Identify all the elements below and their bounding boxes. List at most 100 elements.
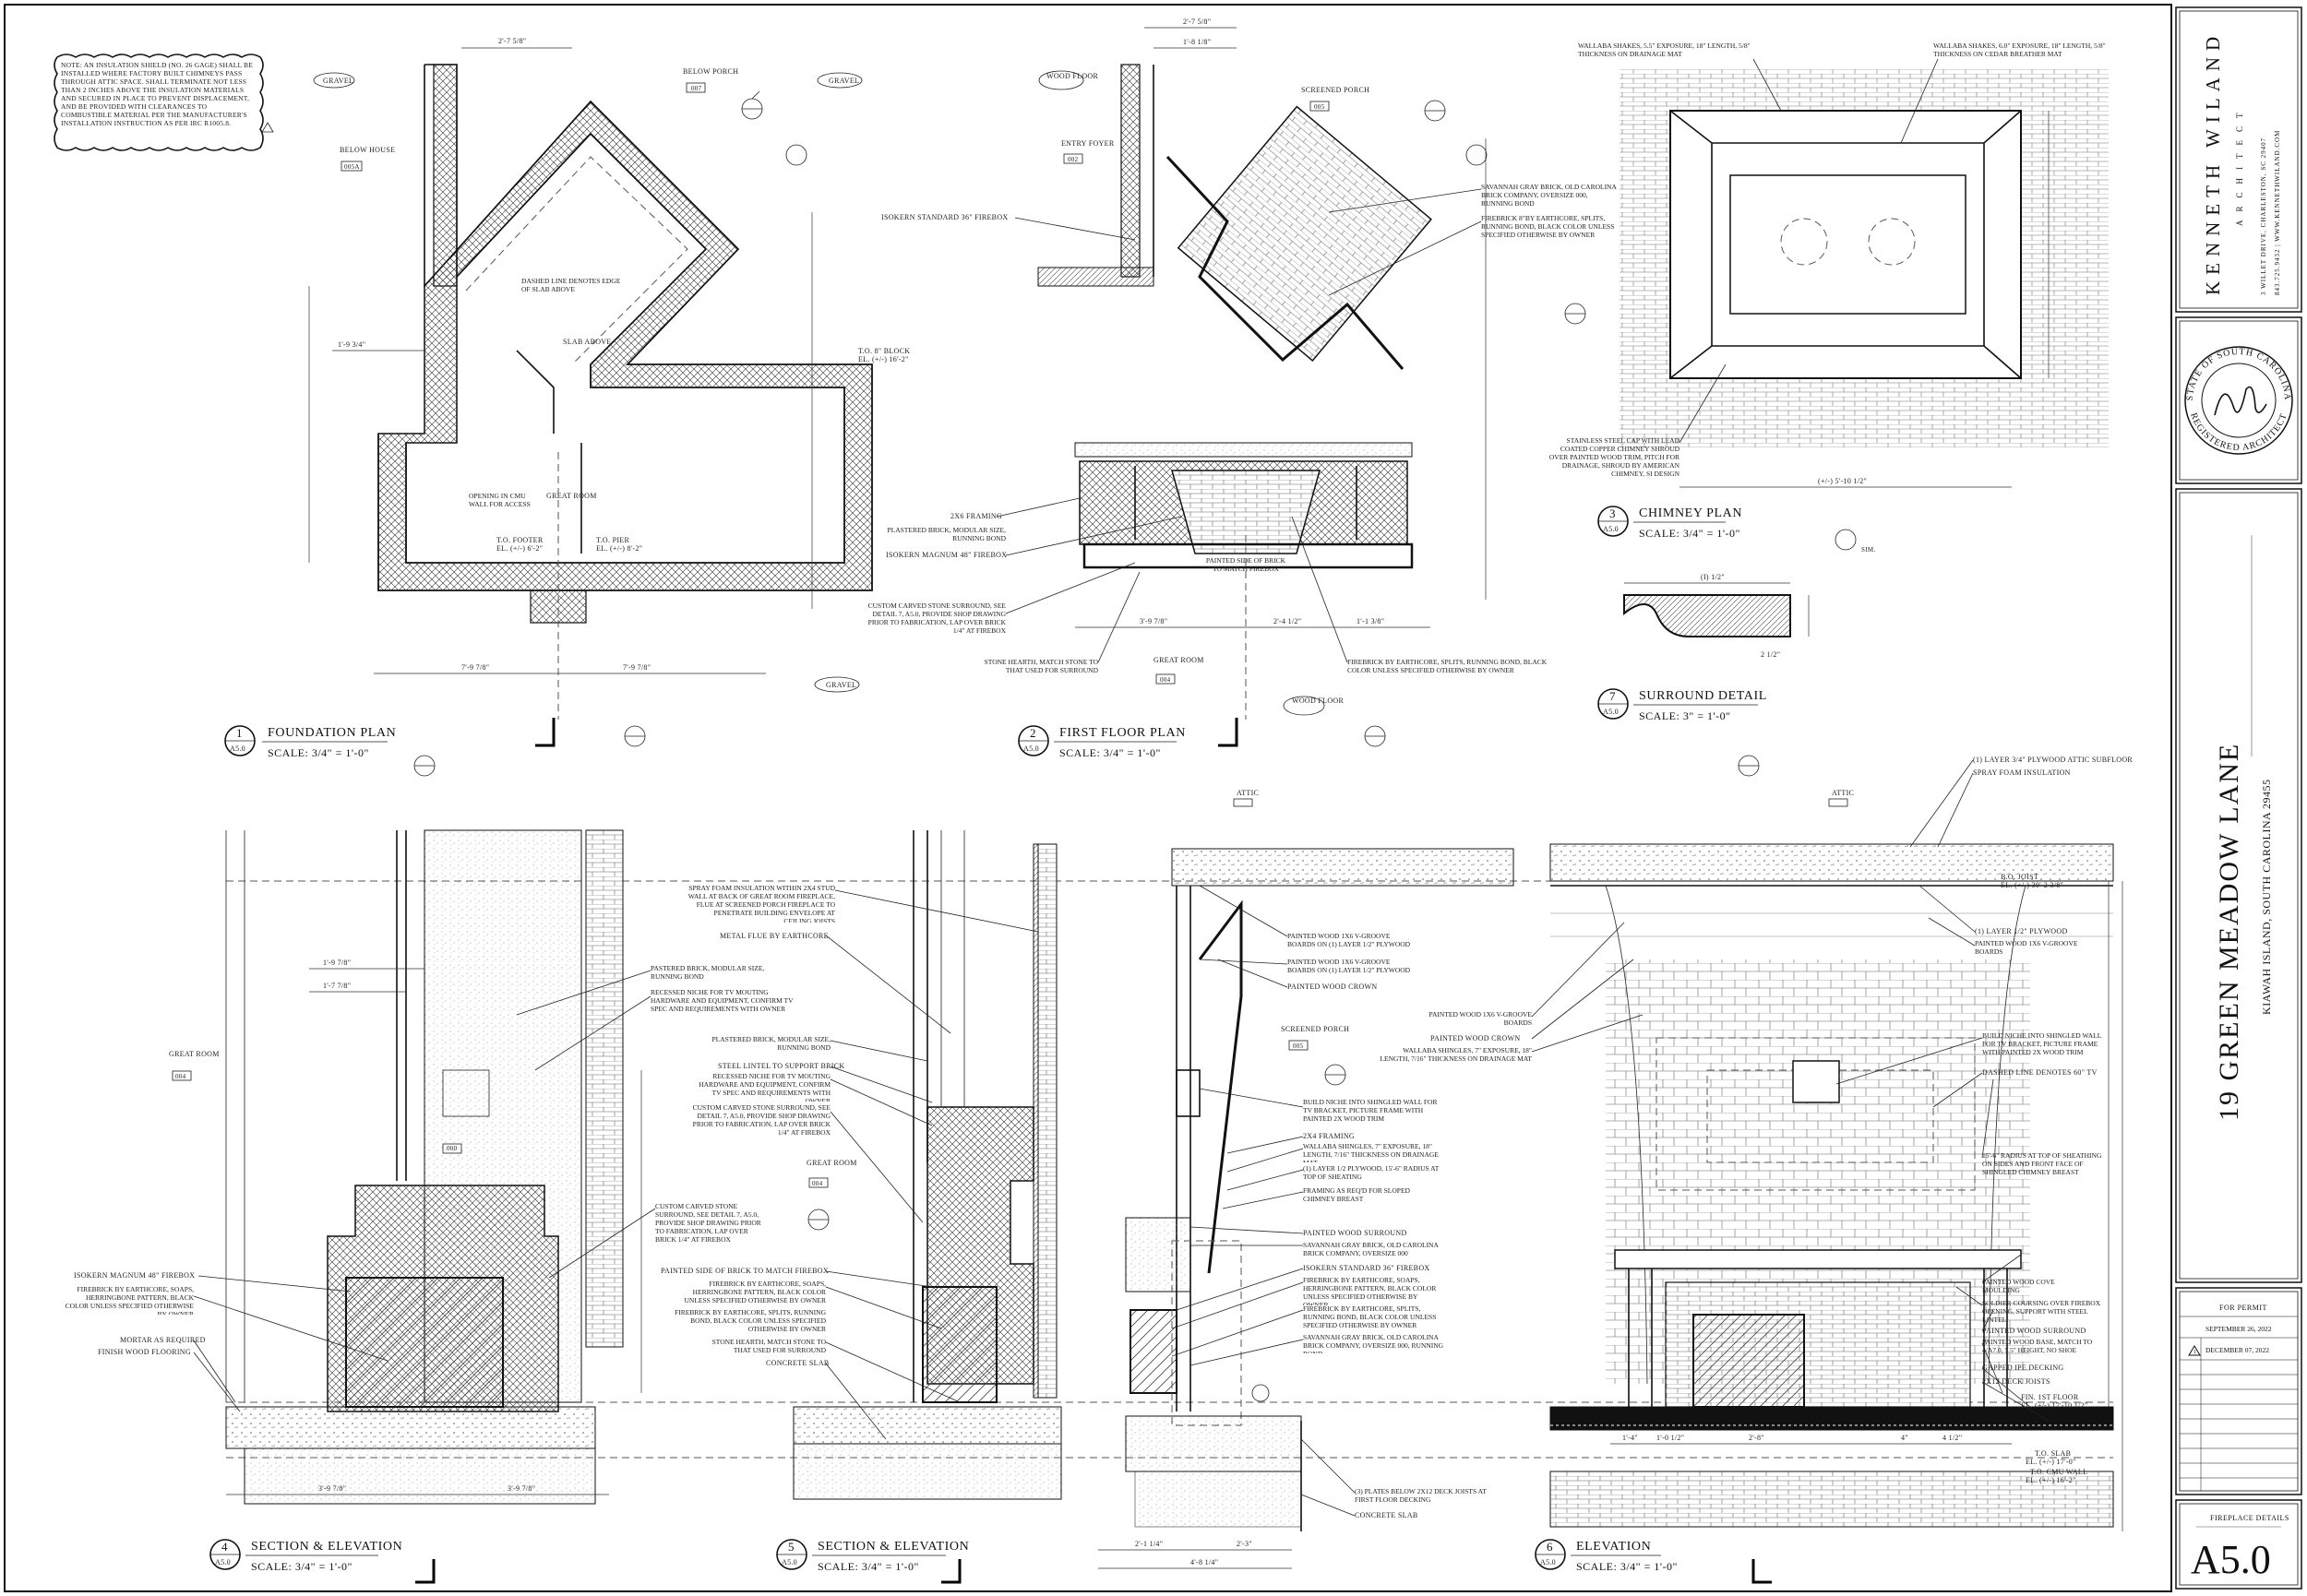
s4-pastered: PASTERED BRICK, MODULAR SIZE, RUNNING BO…: [651, 964, 765, 981]
s5-build-niche: BUILD NICHE INTO SHINGLED WALL FOR TV BR…: [1303, 1098, 1438, 1123]
p2-screened-porch: SCREENED PORCH: [1301, 86, 1369, 94]
project-name: 19 GREEN MEADOW LANE: [2214, 743, 2244, 1121]
d1-sheet: A5.0: [230, 744, 245, 753]
p2-dim-b2: 2'-4 1/2": [1273, 617, 1301, 625]
p2-dim-top-1: 2'-7 5/8": [1183, 18, 1211, 26]
s4-great-room: GREAT ROOM: [169, 1050, 220, 1058]
e6-dim-b4: 4": [1901, 1434, 1908, 1442]
s4-dim-b2: 3'-9 7/8": [508, 1484, 535, 1493]
p3-dim-bottom: (+/-) 5'-10 1/2": [1818, 477, 1867, 485]
e6-dim-b1: 1'-4": [1622, 1434, 1638, 1442]
e6-plywood-attic: (1) LAYER 3/4" PLYWOOD ATTIC SUBFLOOR: [1973, 756, 2133, 764]
p1-to-block: T.O. 8" BLOCK: [858, 347, 910, 355]
d1-title: FOUNDATION PLAN: [268, 726, 396, 740]
s5-savannah-rb: SAVANNAH GRAY BRICK, OLD CAROLINA BRICK …: [1303, 1333, 1444, 1353]
architect-address: 3 WILLET DRIVE, CHARLESTON, SC 29407: [2260, 137, 2267, 295]
p1-to-pier-el: EL. (+/-) 8'-2": [596, 544, 642, 553]
d6-scale: SCALE: 3/4" = 1'-0": [1576, 1560, 1678, 1573]
e6-bo-joist: B.O. JOIST: [2001, 873, 2038, 881]
d6-sheet: A5.0: [1540, 1558, 1556, 1566]
s4-great-room-tag: 004: [175, 1073, 186, 1080]
p2-custom-carved: CUSTOM CARVED STONE SURROUND, SEE DETAIL…: [867, 601, 1006, 635]
p1-dashed-line: DASHED LINE DENOTES EDGE OF SLAB ABOVE: [521, 277, 621, 293]
s5-concrete: CONCRETE SLAB: [766, 1359, 830, 1367]
p2-wood-floor: WOOD FLOOR: [1046, 72, 1098, 80]
s5-framing: 2X4 FRAMING: [1303, 1132, 1355, 1140]
d7-dim-top: (I) 1/2": [1701, 573, 1725, 581]
e6-build-niche: BUILD NICHE INTO SHINGLED WALL FOR TV BR…: [1982, 1031, 2102, 1056]
e6-v-groove: PAINTED WOOD 1X6 V-GROOVE BOARDS: [1975, 939, 2078, 956]
seal-text-bottom: REGISTERED ARCHITECT: [2188, 411, 2289, 453]
s4-dim-b1: 3'-9 7/8": [318, 1484, 346, 1493]
s5-screened-porch-tag: 005: [1293, 1042, 1304, 1050]
p2-isokern-36: ISOKERN STANDARD 36" FIREBOX: [881, 213, 1008, 221]
d3-sheet: A5.0: [1603, 525, 1619, 533]
p1-great-room: GREAT ROOM: [546, 492, 597, 500]
architect-seal: STATE OF SOUTH CAROLINA REGISTERED ARCHI…: [2184, 346, 2293, 455]
insulation-note-cloud: NOTE: AN INSULATION SHIELD (NO. 26 GAGE)…: [54, 54, 274, 151]
e6-wallaba: WALLABA SHINGLES, 7" EXPOSURE, 18" LENGT…: [1380, 1046, 1532, 1063]
p2-dim-top-2: 1'-8 1/8": [1183, 38, 1211, 46]
p2-wood-floor-2: WOOD FLOOR: [1292, 697, 1344, 705]
d7-scale: SCALE: 3" = 1'-0": [1639, 709, 1731, 722]
title-block: KENNETH WILAND ARCHITECT 3 WILLET DRIVE,…: [2175, 6, 2302, 1590]
p1-dim-top: 2'-7 5/8": [498, 37, 526, 45]
s4-finish-wood: FINISH WOOD FLOORING: [98, 1348, 191, 1356]
p2-stone-hearth: STONE HEARTH, MATCH STONE TO THAT USED F…: [984, 658, 1098, 674]
p1-gravel-2: GRAVEL: [829, 77, 859, 85]
p3-sim: SIM.: [1861, 546, 1875, 554]
s4-spray-foam: SPRAY FOAM INSULATION WITHIN 2X4 STUD WA…: [687, 884, 835, 923]
s4-recessed: RECESSED NICHE FOR TV MOUTING HARDWARE A…: [651, 988, 794, 1013]
d2-title: FIRST FLOOR PLAN: [1059, 726, 1186, 740]
e6-dashed-tv: DASHED LINE DENOTES 60" TV: [1982, 1068, 2098, 1077]
e6-attic: ATTIC: [1832, 789, 1854, 797]
d7-title: SURROUND DETAIL: [1639, 689, 1767, 703]
elevation-6: 1'-4" 1'-0 1/2" 2'-8" 4" 4 1/2" ATTIC (1…: [1380, 756, 2133, 1573]
sheet-number: A5.0: [2191, 1537, 2271, 1582]
p2-great-room: GREAT ROOM: [1154, 656, 1204, 664]
d6-number: 6: [1547, 1540, 1553, 1554]
d1-scale: SCALE: 3/4" = 1'-0": [268, 746, 369, 759]
p1-below-house: BELOW HOUSE: [340, 146, 395, 154]
p3-wallaba-left: WALLABA SHAKES, 5.5" EXPOSURE, 18" LENGT…: [1578, 42, 1751, 58]
s5-framing-chimney: FRAMING AS REQ'D FOR SLOPED CHIMNEY BREA…: [1303, 1186, 1410, 1203]
architect-contact: 843.725.9432 | WWW.KENNETHWILAND.COM: [2274, 130, 2281, 295]
d4-title: SECTION & ELEVATION: [251, 1540, 402, 1554]
e6-base: PAINTED WOOD BASE, MATCH TO 4/A7.0, 5.5"…: [1982, 1338, 2093, 1354]
e6-fin-floor: FIN. 1ST FLOOR: [2021, 1393, 2079, 1401]
s5-dim-b1: 2'-1 1/4": [1135, 1540, 1163, 1548]
e6-to-slab-el: EL. (+/-) 17'-0": [2026, 1458, 2076, 1466]
s5-fb-splits: FIREBRICK BY EARTHCORE, SPLITS, RUNNING …: [1303, 1304, 1437, 1329]
d7-sheet: A5.0: [1603, 708, 1619, 716]
architect-name: KENNETH WILAND: [2202, 30, 2224, 295]
p2-great-room-tag: 004: [1160, 676, 1171, 684]
d5-number: 5: [788, 1540, 795, 1554]
p2-dim-b1: 3'-9 7/8": [1140, 617, 1167, 625]
p2-painted-side: PAINTED SIDE OF BRICK TO MATCH FIREBOX: [1205, 556, 1286, 573]
s4-niche-tag: 000: [447, 1145, 458, 1152]
p1-to-pier: T.O. PIER: [596, 536, 629, 544]
e6-dim-b3: 2'-8": [1749, 1434, 1764, 1442]
architect-role: ARCHITECT: [2235, 105, 2244, 227]
p2-entry-foyer-tag: 002: [1068, 156, 1079, 163]
s4-custom: CUSTOM CARVED STONE SURROUND, SEE DETAIL…: [655, 1202, 761, 1244]
e6-to-cmu-el: EL. (+/-) 16'-2": [2026, 1476, 2076, 1484]
surround-detail: (I) 1/2" 2 1/2" 7 A5.0 SURROUND DETAIL S…: [1597, 573, 1810, 722]
p1-dim-left: 1'-9 3/4": [338, 340, 365, 349]
issue-date: SEPTEMBER 26, 2022: [2205, 1325, 2272, 1333]
s5-wallaba: WALLABA SHINGLES, 7" EXPOSURE, 18" LENGT…: [1303, 1142, 1439, 1162]
s5-savannah: SAVANNAH GRAY BRICK, OLD CAROLINA BRICK …: [1303, 1241, 1439, 1257]
e6-to-cmu: T.O. CMU WALL: [2030, 1468, 2087, 1476]
d6-title: ELEVATION: [1576, 1540, 1651, 1554]
p2-dim-b3: 1'-1 3/8": [1357, 617, 1384, 625]
s5-concrete2: CONCRETE SLAB: [1355, 1511, 1418, 1519]
d1-number: 1: [236, 726, 243, 740]
e6-radius: 15'-6" RADIUS AT TOP OF SHEATHING ON SID…: [1982, 1151, 2102, 1176]
p1-dim-b1: 7'-9 7/8": [461, 663, 489, 672]
s4-metal-flue: METAL FLUE BY EARTHCORE: [720, 932, 829, 940]
revision-date: DECEMBER 07, 2022: [2205, 1346, 2269, 1354]
s4-dim-1: 1'-9 7/8": [323, 959, 351, 967]
s5-dim-b3: 4'-8 1/4": [1190, 1558, 1218, 1566]
s5-firebrick-splits: FIREBRICK BY EARTHCORE, SPLITS, RUNNING …: [675, 1308, 826, 1333]
